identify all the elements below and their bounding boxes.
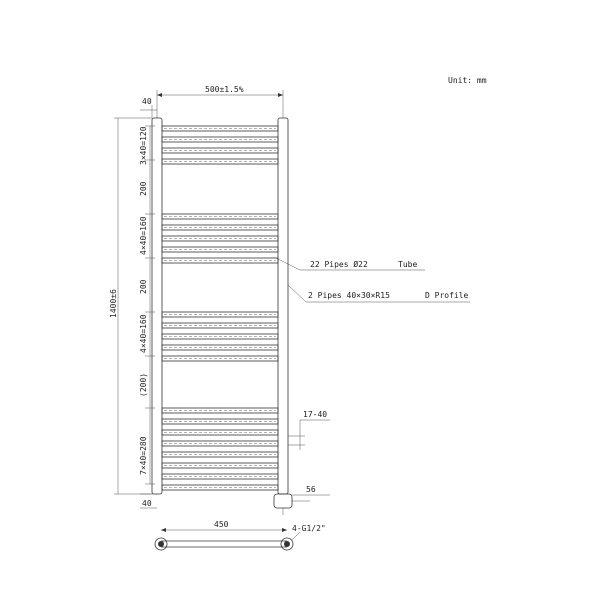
width-label: 500±1.5% [205,85,244,94]
group3-label: 4×40=160 [139,314,148,353]
tube-rung [161,418,279,425]
profile-callout: 2 Pipes 40×30×R15 D Profile [287,284,470,303]
horizontal-tubes [161,125,279,491]
bottom-offset-label: 40 [142,499,152,508]
tube-rung [161,484,279,491]
tube-rung [161,246,279,253]
tube-rung [161,473,279,480]
bottom-plan-view: 450 4-G1/2" [154,520,326,551]
connection-range-label: 17-40 [303,410,327,419]
height-total-label: 1400±6 [109,289,118,318]
gap1-label: 200 [139,181,148,196]
valve-detail: 56 [273,485,330,515]
group4-label: 7×40=280 [139,436,148,475]
group2-label: 4×40=160 [139,216,148,255]
tube-rung [161,224,279,231]
tube-rung [161,213,279,220]
group1-label: 3×40=120 [139,126,148,165]
tube-rung [161,158,279,165]
tube-rung [161,322,279,329]
unit-label: Unit: mm [448,76,487,85]
tube-rung [161,235,279,242]
tube-rung [161,462,279,469]
tube-rung [161,333,279,340]
tube-rung [161,451,279,458]
side-profile-right [277,117,289,495]
side-profile-left [151,117,163,495]
profile-spec: 2 Pipes 40×30×R15 [308,291,390,300]
tube-rung [161,125,279,132]
tube-rung [161,440,279,447]
tube-rung [161,344,279,351]
tube-spec: 22 Pipes Ø22 [310,259,368,269]
centers-label: 450 [214,520,229,529]
tube-rung [161,355,279,362]
connection-range-dimension: 17-40 [288,410,330,450]
side-depth-label: 56 [306,485,316,494]
tube-rung [161,147,279,154]
tube-name: Tube [398,260,417,269]
tube-rung [161,311,279,318]
top-offset-label: 40 [142,97,152,106]
top-offset-dimension: 40 [140,97,157,118]
tube-rung [161,407,279,414]
thread-label: 4-G1/2" [292,524,326,533]
tube-rung [161,257,279,264]
tube-callout: 22 Pipes Ø22 Tube [275,257,425,271]
width-dimension: 500±1.5% [156,85,284,118]
gap3-label: (200) [139,373,148,397]
profile-name: D Profile [425,291,469,300]
bottom-offset-dimension: 40 [140,493,157,509]
tube-rung [161,429,279,436]
gap2-label: 200 [139,279,148,294]
segment-chain: 3×40=120 200 4×40=160 200 4×40=160 (200)… [139,125,155,485]
tube-rung [161,136,279,143]
